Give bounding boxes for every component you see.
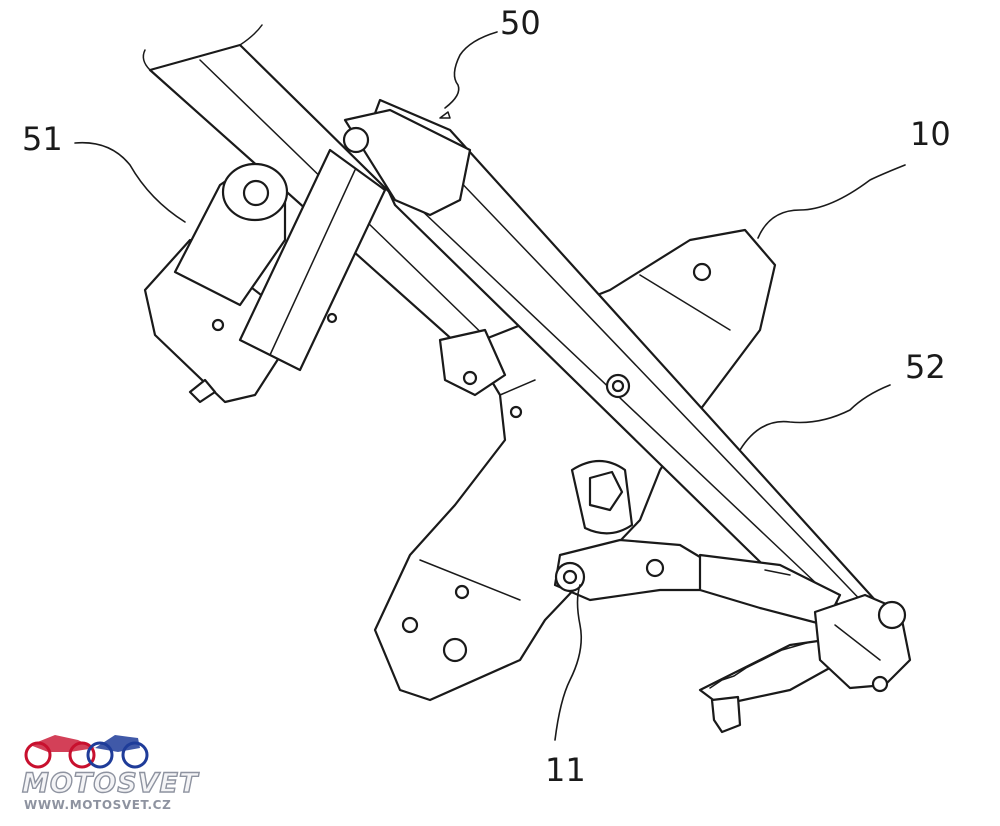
- label-10: 10: [910, 115, 951, 153]
- label-52: 52: [905, 348, 946, 386]
- motorcycle-logo-icon: [24, 735, 149, 769]
- leader-50-arrow: [439, 111, 451, 119]
- watermark-brand: MOTOSVET: [22, 768, 200, 799]
- leader-lines: [74, 31, 906, 741]
- leader-10: [757, 164, 906, 239]
- label-50: 50: [500, 4, 541, 42]
- label-51: 51: [22, 120, 63, 158]
- leader-50: [444, 31, 498, 109]
- leader-52: [739, 384, 891, 451]
- motosvet-watermark: MOTOSVET WWW.MOTOSVET.CZ: [21, 735, 200, 812]
- watermark-url: WWW.MOTOSVET.CZ: [24, 798, 171, 812]
- label-11: 11: [545, 751, 586, 789]
- reference-numerals: 50 51 10 52 11: [22, 4, 951, 789]
- actuator-motor: [143, 162, 338, 404]
- lower-linkage-arm: [553, 538, 842, 627]
- leader-51: [74, 141, 186, 223]
- leader-11: [554, 584, 583, 741]
- short-upper-arm: [238, 108, 523, 419]
- footpeg: [698, 593, 912, 734]
